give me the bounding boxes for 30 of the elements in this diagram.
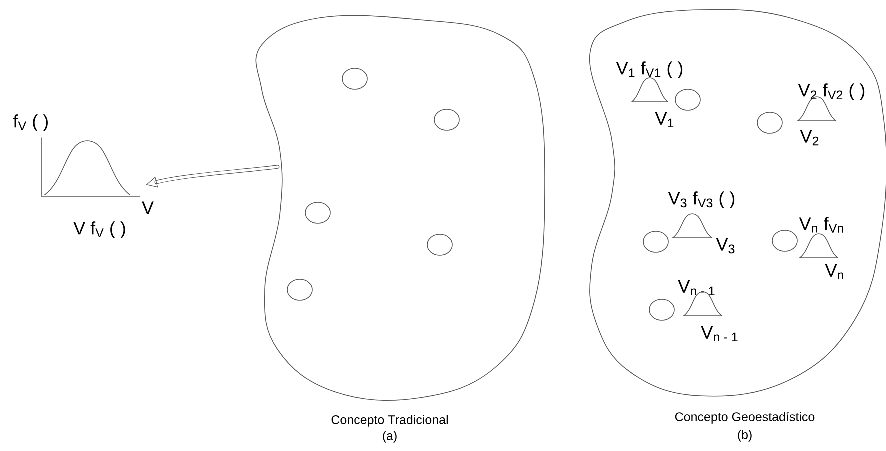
circle bbox=[675, 89, 701, 111]
math-label: V$_{1}$ bbox=[655, 112, 674, 128]
math-label: V$_{n}$ f$_{Vn}$ bbox=[799, 217, 844, 233]
circle bbox=[434, 109, 460, 131]
math-label: V$_{n}$ bbox=[825, 264, 844, 280]
circle bbox=[305, 202, 331, 224]
math-label: V bbox=[142, 202, 154, 214]
circle bbox=[772, 230, 798, 252]
math-label: V$_{3}$ f$_{V3}$ ( ) bbox=[668, 192, 735, 208]
circle bbox=[757, 112, 783, 134]
circle bbox=[427, 234, 453, 256]
math-label: V$_{2}$ f$_{V2}$ ( ) bbox=[798, 84, 865, 100]
math-label: V$_{1}$ f$_{V1}$ ( ) bbox=[616, 62, 683, 78]
math-label: V$_{3}$ bbox=[716, 238, 735, 254]
math-label: f$_{V}$ ( ) bbox=[13, 114, 48, 132]
caption: (a) bbox=[383, 431, 397, 443]
distribution-chart-drawing bbox=[42, 138, 140, 198]
circle bbox=[287, 279, 313, 301]
math-label: V$_{2}$ bbox=[800, 130, 819, 146]
caption: Concepto Tradicional bbox=[332, 415, 448, 427]
caption: Concepto Geoestadístico bbox=[675, 412, 815, 424]
region-outline bbox=[256, 15, 546, 401]
math-label: V f$_{V}$ ( ) bbox=[74, 222, 126, 238]
circle bbox=[342, 68, 368, 90]
circle bbox=[649, 299, 675, 321]
math-label: V$_{n - 1}$ bbox=[678, 280, 715, 296]
math-label: V$_{n - 1}$ bbox=[701, 326, 738, 342]
caption: (b) bbox=[738, 430, 752, 442]
region-outline bbox=[589, 9, 886, 397]
circle bbox=[643, 231, 669, 253]
